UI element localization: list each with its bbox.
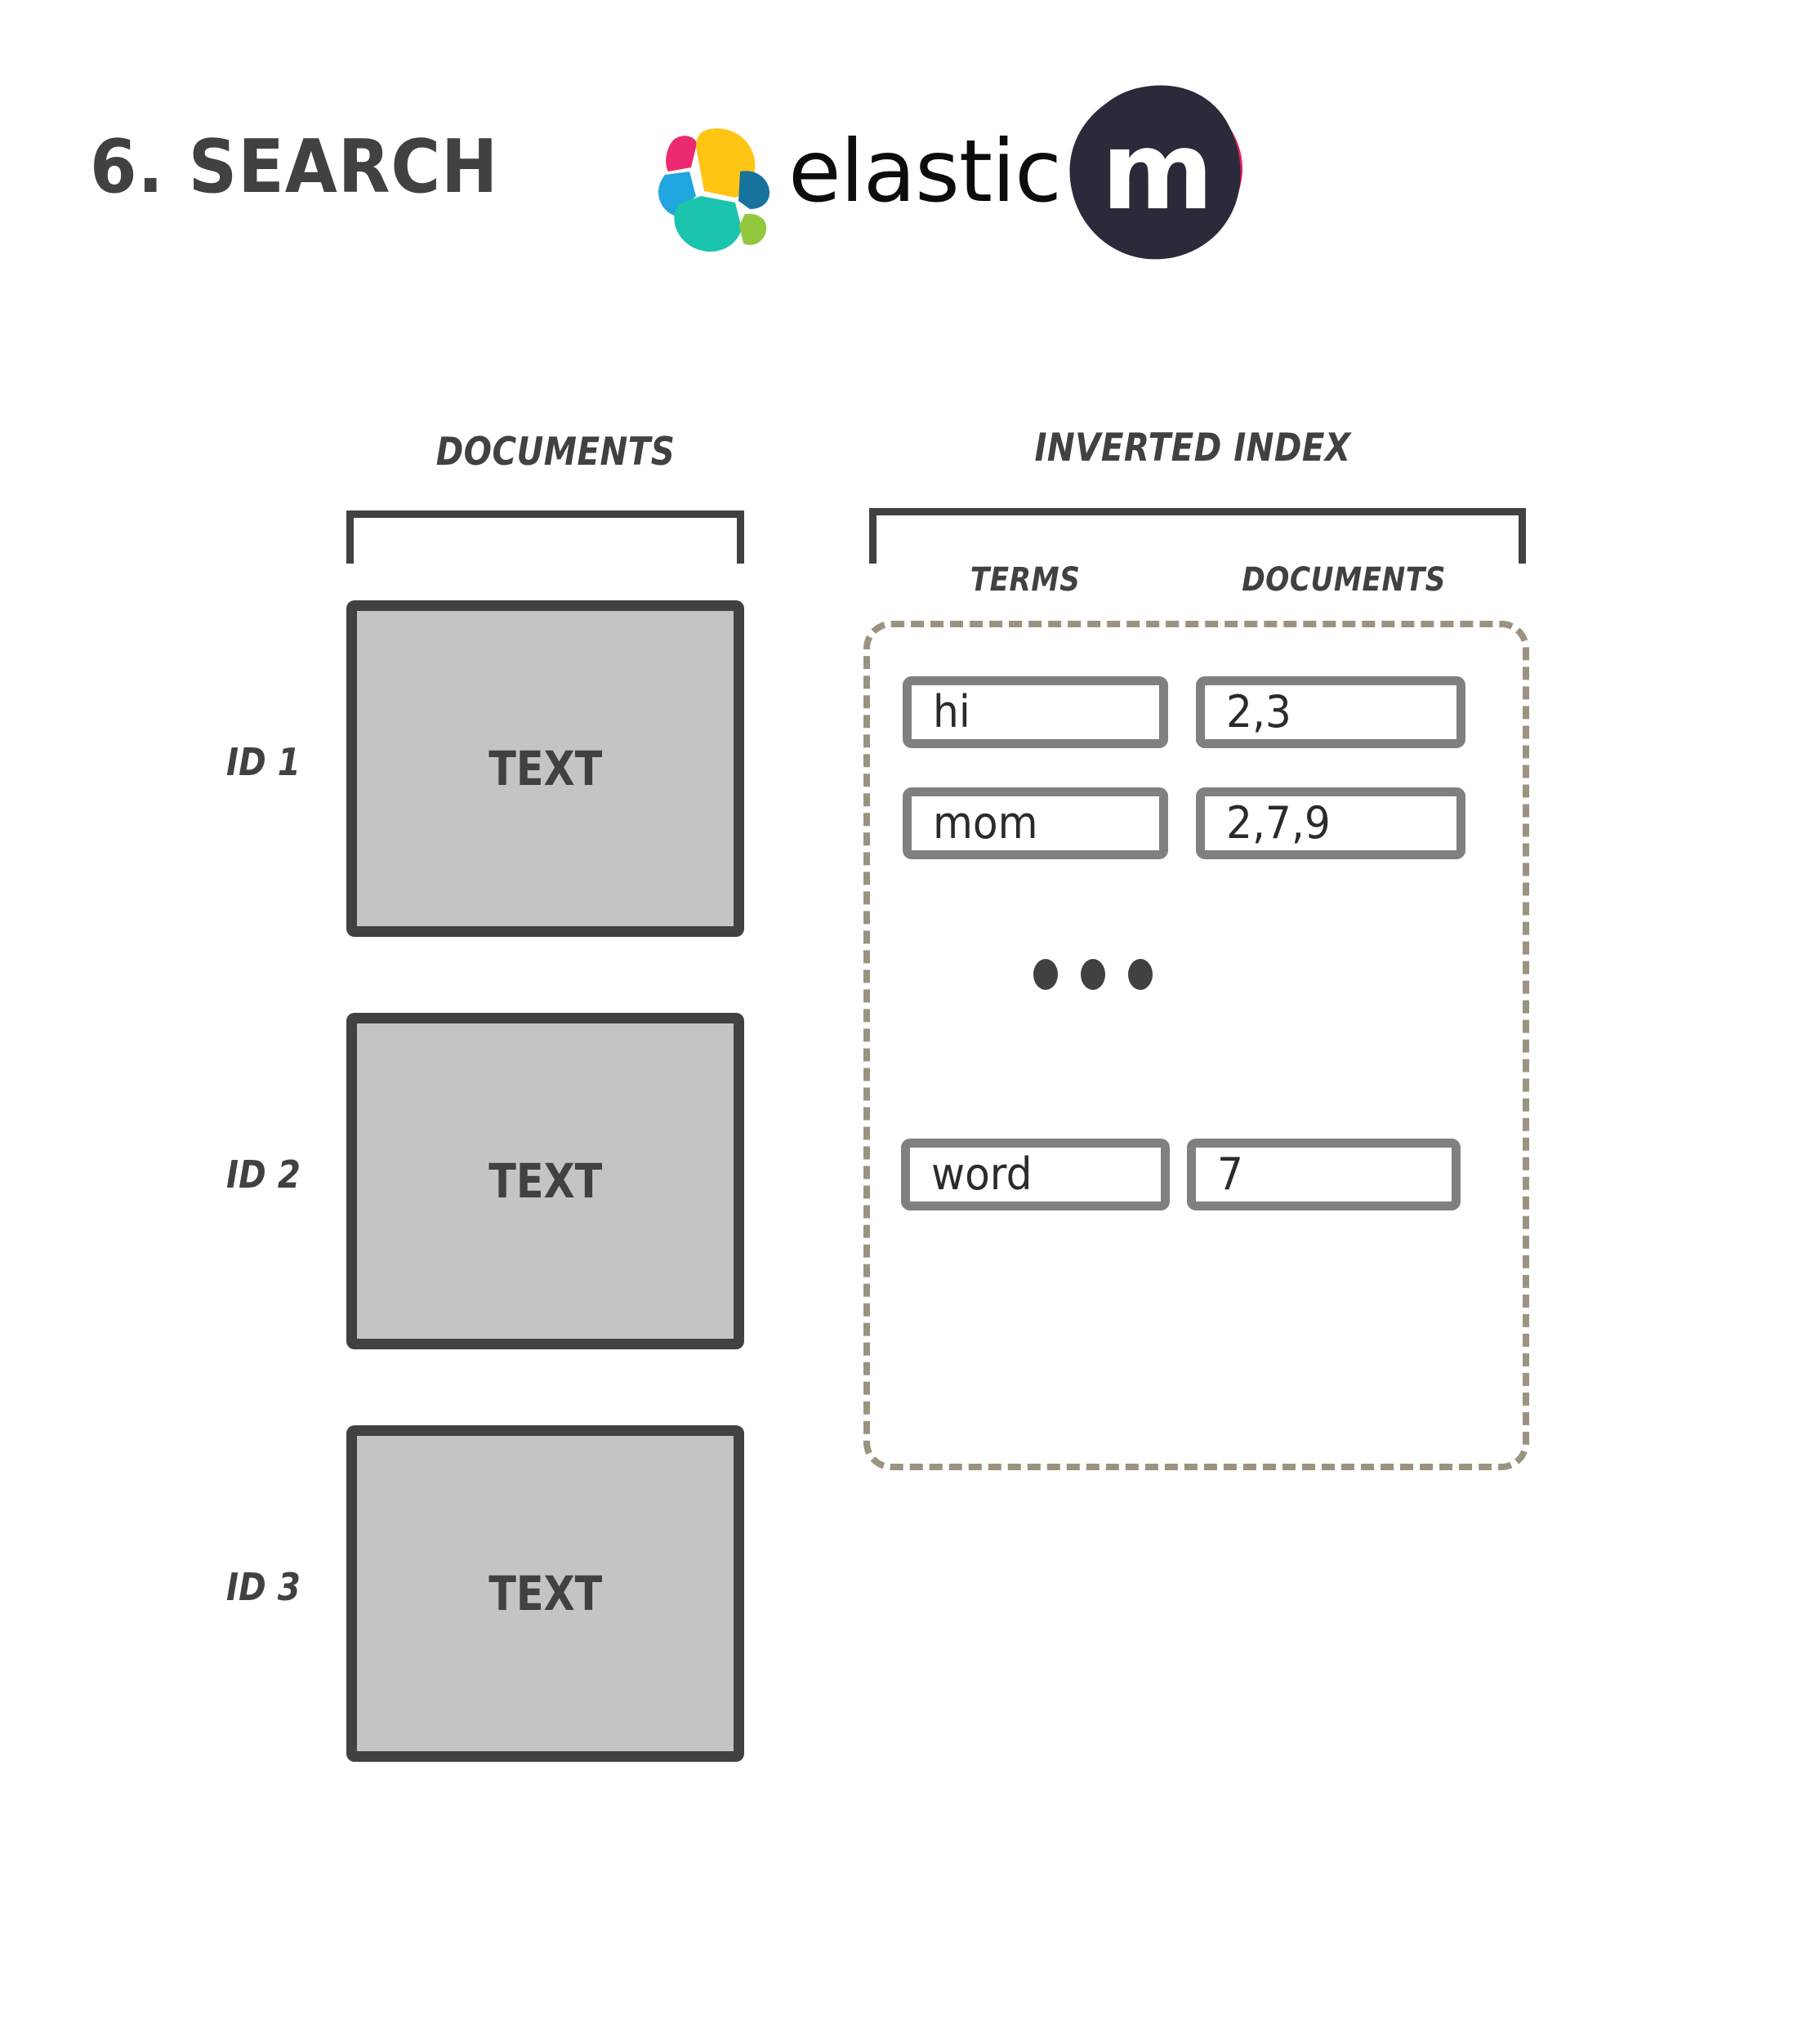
index-term-text: mom xyxy=(933,797,1038,849)
index-documents-text: 2,3 xyxy=(1226,686,1291,738)
page-title: 6. SEARCH xyxy=(90,124,499,210)
inverted-index-panel: hi 2,3 mom 2,7,9 word 7 xyxy=(863,621,1529,1470)
index-documents-text: 7 xyxy=(1217,1148,1243,1200)
ellipsis-dot xyxy=(1081,959,1105,990)
index-term-cell[interactable]: mom xyxy=(903,787,1168,859)
documents-column-heading: DOCUMENTS xyxy=(435,430,676,475)
index-term-cell[interactable]: hi xyxy=(903,676,1168,748)
index-term-text: hi xyxy=(933,686,970,738)
index-term-text: word xyxy=(931,1148,1033,1200)
title-row: 6. SEARCH elastic xyxy=(0,0,1820,294)
index-documents-column-heading: DOCUMENTS xyxy=(1242,561,1446,599)
document-body-text: TEXT xyxy=(488,1566,602,1621)
document-box[interactable]: TEXT xyxy=(346,600,744,937)
elastic-wordmark: elastic xyxy=(788,122,1062,221)
inverted-index-bracket xyxy=(869,508,1526,564)
index-entry-row: mom 2,7,9 xyxy=(870,787,1536,861)
index-entry-row: hi 2,3 xyxy=(870,676,1536,750)
document-row: ID 3 TEXT xyxy=(0,1425,817,1768)
document-row: ID 1 TEXT xyxy=(0,600,817,943)
document-id-label: ID 1 xyxy=(226,740,301,784)
terms-column-heading: TERMS xyxy=(970,561,1081,599)
index-entry-row: word 7 xyxy=(870,1139,1536,1212)
documents-bracket xyxy=(346,510,744,564)
document-id-label: ID 3 xyxy=(226,1565,301,1609)
document-box[interactable]: TEXT xyxy=(346,1425,744,1762)
index-documents-cell[interactable]: 7 xyxy=(1187,1139,1461,1210)
document-id-label: ID 2 xyxy=(226,1152,301,1197)
m-badge-letter: m xyxy=(1101,109,1214,234)
document-body-text: TEXT xyxy=(488,741,602,796)
document-body-text: TEXT xyxy=(488,1153,602,1209)
index-term-cell[interactable]: word xyxy=(901,1139,1170,1210)
index-documents-cell[interactable]: 2,7,9 xyxy=(1196,787,1465,859)
ellipsis-icon xyxy=(1033,954,1197,995)
document-box[interactable]: TEXT xyxy=(346,1013,744,1349)
index-documents-cell[interactable]: 2,3 xyxy=(1196,676,1465,748)
meetup-m-badge-icon: m xyxy=(1062,78,1254,270)
document-row: ID 2 TEXT xyxy=(0,1013,817,1356)
elastic-logo-icon xyxy=(645,121,780,256)
inverted-index-heading: INVERTED INDEX xyxy=(1034,426,1351,470)
index-documents-text: 2,7,9 xyxy=(1226,797,1331,849)
ellipsis-dot xyxy=(1033,959,1058,990)
ellipsis-dot xyxy=(1128,959,1153,990)
